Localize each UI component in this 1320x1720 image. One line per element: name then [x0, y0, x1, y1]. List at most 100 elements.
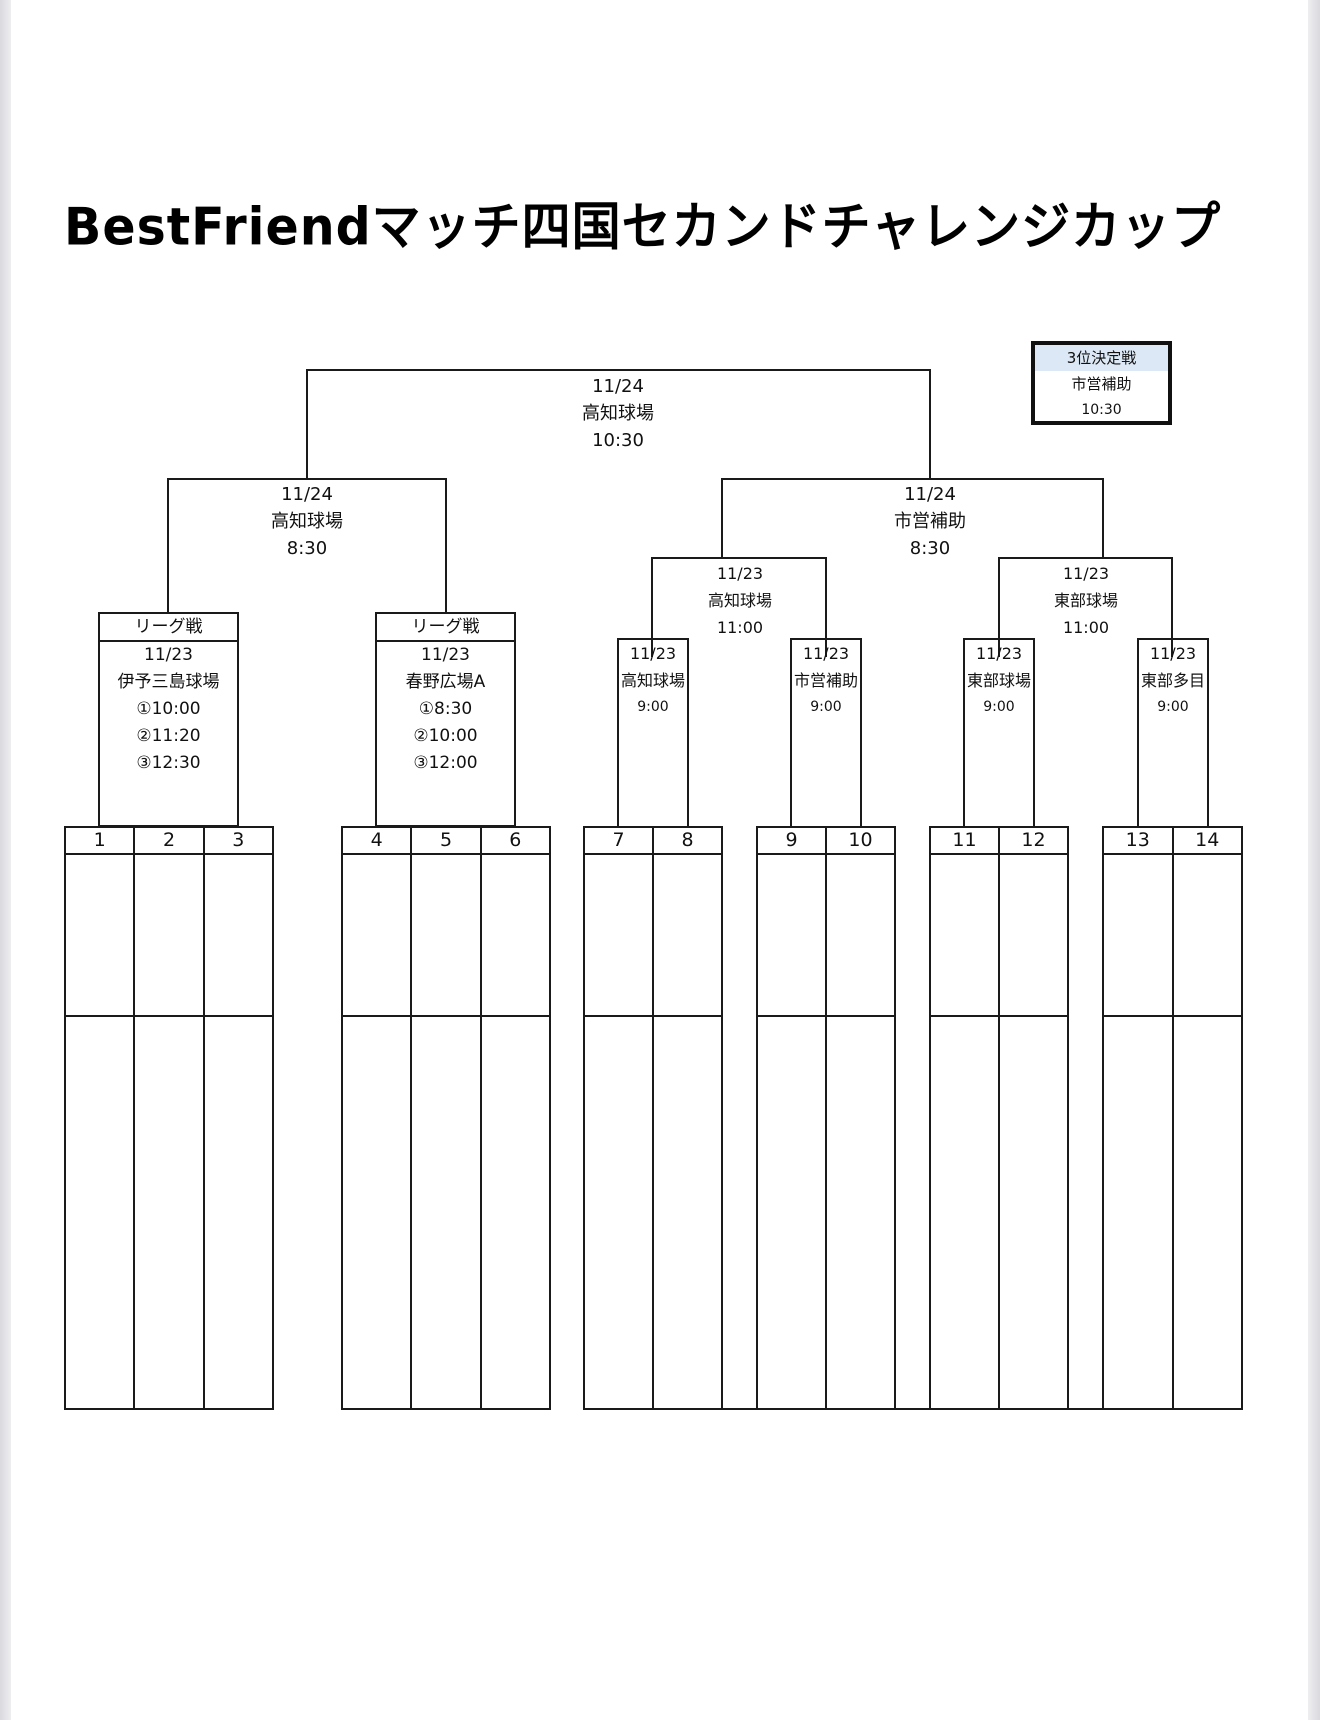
semi-left-date: 11/24 [281, 484, 333, 505]
slot-member-cell[interactable] [1104, 1017, 1172, 1408]
third-place-box: 3位決定戦 市営補助 10:30 [1031, 341, 1172, 425]
slot-team-cell[interactable] [1000, 855, 1067, 1017]
slot-team-cell[interactable] [654, 855, 721, 1017]
slot-team-cell[interactable] [827, 855, 894, 1017]
semi-right-label: 11/24 市営補助 8:30 [830, 481, 1030, 562]
r1-1-time: 9:00 [637, 699, 669, 715]
slot-team-cell[interactable] [481, 855, 549, 1017]
semi-right-date: 11/24 [904, 484, 956, 505]
slot-column: 9 [758, 828, 825, 1408]
semi-right-line-right [1102, 478, 1104, 558]
qf-a-time: 11:00 [716, 618, 764, 637]
slot-team-cell[interactable] [343, 855, 411, 1017]
r1-2-time: 9:00 [810, 699, 842, 715]
league-2-date: 11/23 [421, 645, 470, 665]
semi-right-line-top [721, 478, 1104, 480]
r1-2-line-right [860, 638, 862, 827]
qf-b-label: 11/23 東部球場 11:00 [1016, 560, 1156, 641]
slot-number: 4 [343, 828, 411, 855]
slot-team-cell[interactable] [1104, 855, 1172, 1017]
slot-member-cell[interactable] [205, 1017, 272, 1408]
slot-number: 1 [66, 828, 134, 855]
league-2-game-3: ③12:00 [413, 753, 478, 773]
r1-4-date: 11/23 [1149, 644, 1197, 663]
slot-number: 3 [204, 828, 272, 855]
slot-team-cell[interactable] [1173, 855, 1241, 1017]
league-2-venue: 春野広場A [405, 672, 486, 692]
slot-member-cell[interactable] [758, 1017, 825, 1408]
slot-group-5: 11 12 [929, 826, 1069, 1410]
slot-team-cell[interactable] [585, 855, 652, 1017]
league-2-header: リーグ戦 [377, 614, 514, 642]
slot-number: 5 [412, 828, 480, 855]
third-place-venue: 市営補助 [1071, 375, 1132, 393]
slot-number: 12 [1000, 828, 1067, 855]
slot-team-cell[interactable] [412, 855, 480, 1017]
slot-team-cell[interactable] [758, 855, 825, 1017]
r1-1-line-top [617, 638, 689, 640]
slot-column: 13 [1104, 828, 1172, 1408]
r1-2-date: 11/23 [802, 644, 850, 663]
final-label: 11/24 高知球場 10:30 [518, 373, 718, 454]
slot-column: 12 [998, 828, 1067, 1408]
r1-4-line-right [1207, 638, 1209, 827]
slot-group-2: 4 5 6 [341, 826, 551, 1410]
slot-member-cell[interactable] [827, 1017, 894, 1408]
r1-2-label: 11/23 市営補助 9:00 [786, 640, 866, 721]
r1-3-label: 11/23 東部球場 9:00 [959, 640, 1039, 721]
semi-left-line-left [167, 478, 169, 613]
league-1-date: 11/23 [144, 645, 193, 665]
r1-3-time: 9:00 [983, 699, 1015, 715]
page-edge-left [0, 0, 11, 1720]
r1-1-line-right [687, 638, 689, 827]
final-line-left [306, 369, 308, 480]
slot-member-cell[interactable] [585, 1017, 652, 1408]
semi-right-venue: 市営補助 [894, 511, 966, 532]
league-1-game-2: ②11:20 [136, 726, 201, 746]
slot-column: 2 [133, 828, 203, 1408]
slot-team-cell[interactable] [135, 855, 203, 1017]
slot-group-6: 13 14 [1102, 826, 1243, 1410]
r1-4-line-left [1137, 638, 1139, 827]
slot-number: 11 [931, 828, 998, 855]
r1-1-date: 11/23 [629, 644, 677, 663]
slot-group-4: 9 10 [756, 826, 896, 1410]
r1-1-venue: 高知球場 [620, 671, 685, 690]
slot-member-cell[interactable] [482, 1017, 549, 1408]
slot-member-cell[interactable] [654, 1017, 721, 1408]
semi-left-time: 8:30 [286, 538, 328, 559]
slot-number: 2 [135, 828, 203, 855]
slot-member-cell[interactable] [931, 1017, 998, 1408]
semi-left-label: 11/24 高知球場 8:30 [207, 481, 407, 562]
slot-member-cell[interactable] [135, 1017, 202, 1408]
r1-3-line-left [963, 638, 965, 827]
qf-b-venue: 東部球場 [1053, 591, 1118, 610]
league-2-game-2: ②10:00 [413, 726, 478, 746]
slot-number: 8 [654, 828, 721, 855]
slot-bottom-rule [583, 1408, 1243, 1410]
slot-team-cell[interactable] [931, 855, 998, 1017]
slot-number: 6 [481, 828, 549, 855]
slot-team-cell[interactable] [204, 855, 272, 1017]
qf-b-time: 11:00 [1062, 618, 1110, 637]
slot-column: 6 [479, 828, 549, 1408]
final-venue: 高知球場 [582, 403, 654, 424]
r1-3-line-right [1033, 638, 1035, 827]
slot-member-cell[interactable] [66, 1017, 133, 1408]
r1-4-line-top [1137, 638, 1209, 640]
slot-member-cell[interactable] [343, 1017, 410, 1408]
slot-member-cell[interactable] [1174, 1017, 1242, 1408]
final-date: 11/24 [592, 376, 644, 397]
semi-left-venue: 高知球場 [271, 511, 343, 532]
third-place-time: 10:30 [1081, 402, 1122, 418]
slot-column: 11 [931, 828, 998, 1408]
league-2-game-1: ①8:30 [418, 699, 473, 719]
r1-3-line-top [963, 638, 1035, 640]
slot-column: 1 [66, 828, 134, 1408]
slot-column: 3 [202, 828, 272, 1408]
slot-member-cell[interactable] [412, 1017, 479, 1408]
slot-member-cell[interactable] [1000, 1017, 1067, 1408]
slot-column: 8 [652, 828, 721, 1408]
league-1-header: リーグ戦 [100, 614, 237, 642]
slot-team-cell[interactable] [66, 855, 134, 1017]
